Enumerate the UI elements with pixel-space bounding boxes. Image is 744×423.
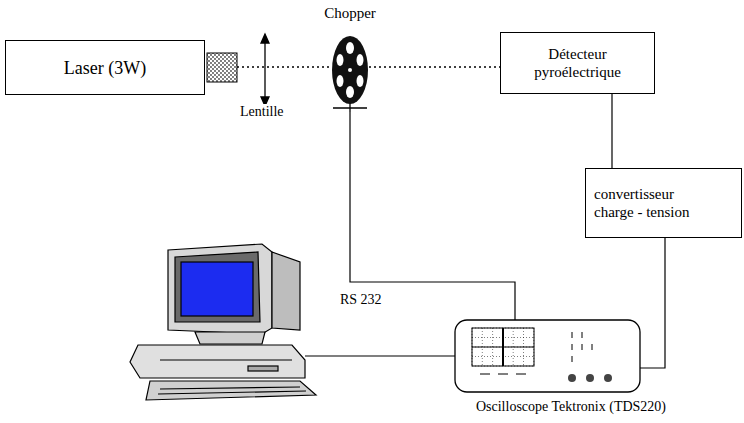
node-label: Détecteur pyroélectrique <box>511 45 644 81</box>
laser-beam <box>237 67 331 68</box>
oscilloscope: Oscilloscope Tektronix (TDS220) <box>440 318 702 420</box>
oscilloscope-device <box>440 318 702 396</box>
converter-box: convertisseur charge - tension <box>585 168 742 238</box>
lens-symbol <box>261 34 269 106</box>
device-caption: Oscilloscope Tektronix (TDS220) <box>440 398 702 415</box>
signal-wire <box>350 112 515 320</box>
node-label: Chopper <box>313 4 387 22</box>
laser-aperture <box>207 53 237 82</box>
chopper: Chopper <box>313 0 387 112</box>
signal-wire <box>640 238 665 368</box>
laser-box: Laser (3W) <box>5 40 205 95</box>
lens-label: Lentille <box>238 104 286 120</box>
rs232-cable <box>305 355 455 356</box>
signal-wire <box>612 94 613 168</box>
interface-label: RS 232 <box>338 292 384 308</box>
computer-illustration <box>130 244 316 400</box>
node-label: Laser (3W) <box>12 57 198 79</box>
laser-beam <box>369 67 500 68</box>
node-label: convertisseur charge - tension <box>594 185 711 221</box>
detector-box: Détecteur pyroélectrique <box>500 32 655 94</box>
